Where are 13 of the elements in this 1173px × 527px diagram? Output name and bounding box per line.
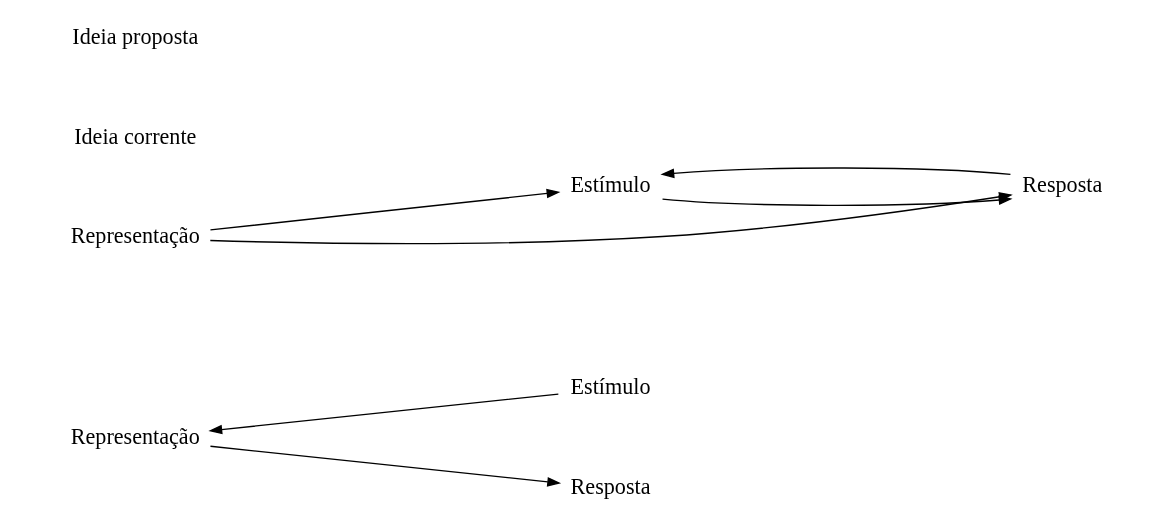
node-text: Resposta: [1021, 171, 1102, 197]
node-text: Estímulo: [570, 171, 650, 197]
node-text: Estímulo: [570, 373, 650, 399]
arrow: [661, 195, 1012, 207]
node-text: Resposta: [570, 473, 650, 499]
arrow: [659, 167, 1011, 179]
arrow: [207, 393, 559, 435]
arrow: [209, 445, 561, 487]
node-text: Representação: [70, 423, 200, 449]
arrow: [209, 188, 560, 231]
node-text: Representação: [70, 223, 200, 249]
label: Ideia proposta: [71, 23, 198, 49]
label: Ideia corrente: [73, 123, 196, 149]
